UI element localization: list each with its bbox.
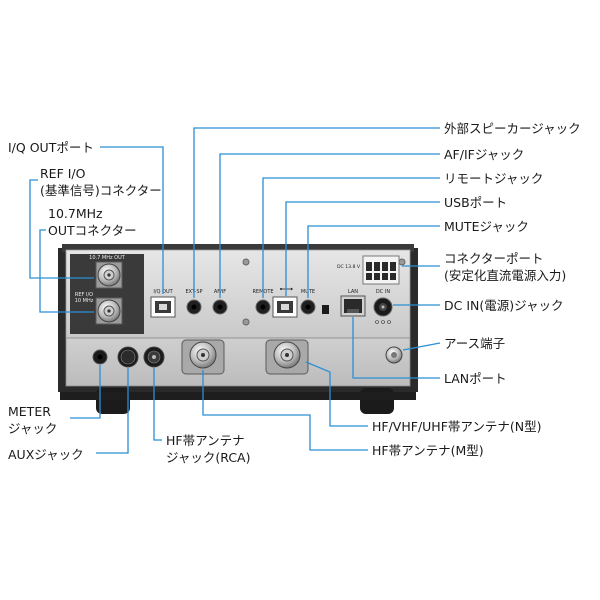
leader-remote — [262, 177, 440, 298]
label-lan: LANポート — [444, 371, 507, 386]
hf-rca-jack — [143, 346, 165, 368]
label-af-if: AF/IFジャック — [444, 147, 525, 162]
label-usb: USBポート — [444, 195, 508, 210]
lan-port — [340, 295, 366, 317]
iq-out-port — [150, 296, 176, 318]
leader-lan — [352, 317, 440, 379]
hf-vhf-uhf-n-type-connector — [265, 339, 309, 375]
panel-screw — [242, 258, 250, 266]
leader-af-if — [219, 153, 440, 298]
label-ref-io: REF I/O(基準信号)コネクター — [40, 166, 162, 198]
label-earth: アース端子 — [444, 336, 506, 351]
panel-screw — [242, 318, 250, 326]
leader-hf-vhf-uhf-n — [305, 361, 368, 427]
panel-label-dc-in: DC IN — [376, 289, 390, 295]
aux-jack — [117, 346, 139, 368]
label-dc-in: DC IN(電源)ジャック — [444, 298, 564, 313]
label-aux: AUXジャック — [8, 447, 84, 462]
mute-jack — [300, 299, 316, 315]
leader-10mhz-out — [39, 229, 94, 313]
label-ext-sp: 外部スピーカージャック — [444, 121, 581, 136]
leader-usb — [285, 201, 440, 296]
label-mute: MUTEジャック — [444, 219, 529, 234]
polarity-symbol-icon — [375, 320, 391, 324]
leader-earth — [402, 342, 441, 351]
leader-mute — [307, 225, 440, 298]
label-iq-out: I/Q OUTポート — [8, 140, 94, 155]
remote-jack — [255, 299, 271, 315]
label-hf-vhf-uhf-n: HF/VHF/UHF帯アンテナ(N型) — [372, 419, 542, 434]
panel-label-10mhz-out: 10.7 MHz OUT — [89, 255, 126, 261]
bnc-10mhz-out-connector — [95, 261, 123, 289]
panel-label-ref-io: REF I/O — [75, 292, 93, 298]
mute-switch — [322, 305, 329, 314]
label-hf-m: HF帯アンテナ(M型) — [372, 443, 484, 458]
leader-aux — [96, 368, 129, 454]
panel-label-lan: LAN — [348, 289, 358, 295]
connector-port-block — [362, 255, 400, 285]
leader-hf-m — [202, 370, 368, 451]
bnc-ref-io-connector — [95, 297, 123, 325]
usb-port — [272, 296, 298, 318]
leader-iq-out — [100, 146, 164, 294]
ext-sp-jack — [186, 299, 202, 315]
label-connector-port: コネクターポート(安定化直流電源入力) — [444, 251, 567, 283]
meter-jack — [92, 349, 108, 365]
dc-in-jack — [373, 297, 393, 317]
label-hf-rca: HF帯アンテナジャック(RCA) — [166, 433, 251, 465]
leader-ext-sp — [193, 127, 440, 298]
panel-label-ref-10mhz: 10 MHz — [75, 298, 94, 304]
leader-ref-io — [29, 179, 94, 279]
earth-terminal — [385, 346, 403, 364]
leader-meter — [70, 365, 101, 419]
panel-label-dc-13-8: DC 13.8 V — [337, 264, 361, 270]
af-if-jack — [212, 299, 228, 315]
leader-hf-rca — [153, 368, 162, 441]
label-remote: リモートジャック — [444, 171, 544, 186]
